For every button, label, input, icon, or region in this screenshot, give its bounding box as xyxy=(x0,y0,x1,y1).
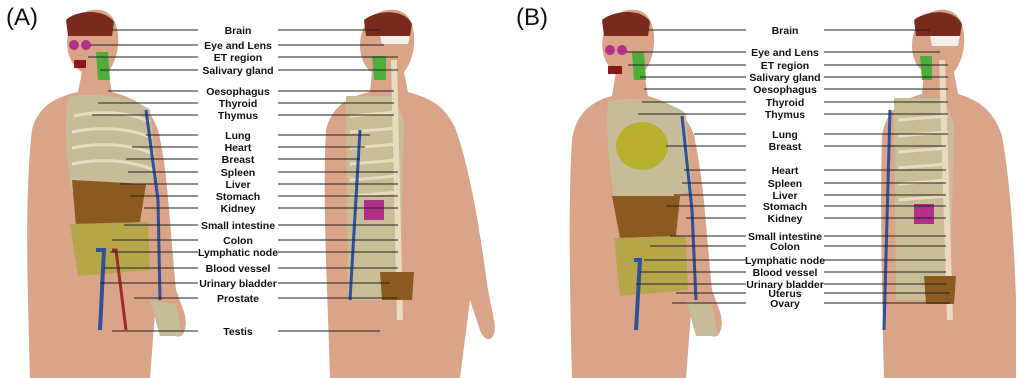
organ-label: Lung xyxy=(772,129,798,141)
organ-label: Eye and Lens xyxy=(751,47,819,59)
organ-label: Thymus xyxy=(218,110,258,122)
panel-a: (A) xyxy=(0,0,509,378)
organ-label: Heart xyxy=(225,142,252,154)
organ-label: Spleen xyxy=(221,167,255,179)
organ-label: Stomach xyxy=(763,201,807,213)
organ-label: Salivary gland xyxy=(202,65,273,77)
organ-label: Thyroid xyxy=(766,97,805,109)
organ-label: Testis xyxy=(223,326,253,338)
organ-label: Prostate xyxy=(217,293,259,305)
organ-label: Breast xyxy=(222,154,255,166)
organ-label: Urinary bladder xyxy=(199,278,277,290)
organ-label: Eye and Lens xyxy=(204,40,272,52)
organ-label: Thymus xyxy=(765,109,805,121)
front-phantom-male xyxy=(27,10,186,378)
organ-label: Spleen xyxy=(768,178,802,190)
organ-label: Oesophagus xyxy=(206,86,270,98)
organ-label: ET region xyxy=(214,52,262,64)
organ-label: Stomach xyxy=(216,191,260,203)
organ-label: Blood vessel xyxy=(206,263,271,275)
organ-label: Brain xyxy=(772,25,799,37)
organ-label: Kidney xyxy=(767,213,802,225)
organ-label: Colon xyxy=(770,241,800,253)
organ-label: Thyroid xyxy=(219,98,258,110)
organ-label: Breast xyxy=(769,141,802,153)
organ-label: Brain xyxy=(225,25,252,37)
back-phantom-male xyxy=(325,10,495,378)
organ-label: Lung xyxy=(225,130,251,142)
organ-label: Colon xyxy=(223,235,253,247)
organ-label: Small intestine xyxy=(201,220,275,232)
organ-label: Oesophagus xyxy=(753,84,817,96)
organ-label: ET region xyxy=(761,60,809,72)
organ-label: Lymphatic node xyxy=(745,255,825,267)
organ-label: Kidney xyxy=(220,203,255,215)
organ-label: Liver xyxy=(225,179,250,191)
panel-b: (B) xyxy=(510,0,1019,378)
organ-label: Salivary gland xyxy=(749,72,820,84)
organ-label: Heart xyxy=(772,165,799,177)
organ-label: Ovary xyxy=(770,298,800,310)
organ-label: Blood vessel xyxy=(753,267,818,279)
organ-label: Lymphatic node xyxy=(198,247,278,259)
